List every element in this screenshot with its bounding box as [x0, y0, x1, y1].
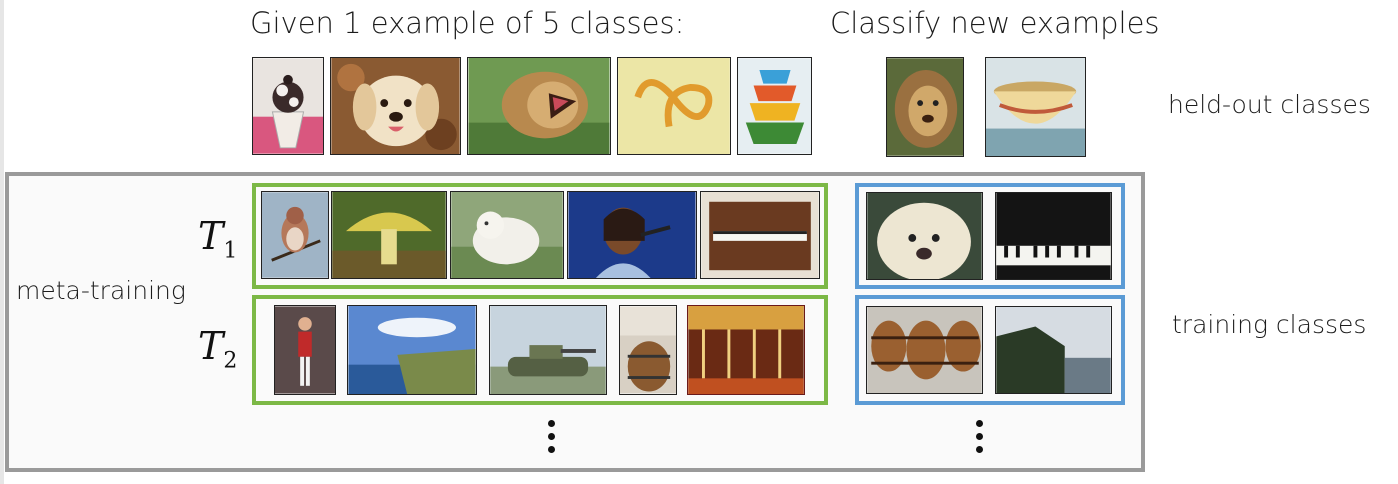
bird-image: [261, 191, 329, 279]
upright-piano-image: [700, 191, 820, 279]
grand-piano-image: [995, 192, 1112, 280]
support-set-title: Given 1 example of 5 classes:: [250, 6, 685, 40]
query-set-title: Classify new examples: [830, 6, 1160, 40]
sea-cliff-image: [347, 305, 477, 395]
page-edge: [0, 0, 4, 484]
yellow-ribbon-image: [617, 57, 731, 155]
white-dog-image: [450, 191, 564, 279]
barrels-query-image: [866, 306, 983, 394]
carousel-image: [687, 305, 805, 395]
sundae-image: [252, 57, 324, 155]
singer-image: [567, 191, 697, 279]
nesting-bowls-image: [737, 57, 812, 155]
roaring-lion-image: [467, 57, 611, 155]
task-1-label: T1: [198, 214, 238, 264]
lion-query-image: [886, 57, 964, 157]
meta-training-label: meta-training: [16, 276, 186, 305]
bowl-query-image: [985, 57, 1086, 157]
mushroom-image: [331, 191, 447, 279]
training-classes-label: training classes: [1172, 310, 1367, 339]
gymnast-image: [274, 305, 336, 395]
tank-image: [489, 305, 607, 395]
task-1-query-set: [855, 183, 1125, 289]
barrel-image: [619, 305, 677, 395]
task-2-query-set: [855, 295, 1125, 405]
task-2-support-set: [252, 295, 828, 405]
more-queries-ellipsis: [976, 420, 984, 459]
held-out-classes-label: held-out classes: [1168, 90, 1371, 119]
task-2-label: T2: [198, 324, 238, 374]
komondor-dog-image: [866, 192, 983, 280]
more-tasks-ellipsis: [548, 420, 556, 459]
golden-retriever-image: [330, 57, 461, 155]
task-1-support-set: [252, 183, 828, 289]
cliff-query-image: [995, 306, 1112, 394]
